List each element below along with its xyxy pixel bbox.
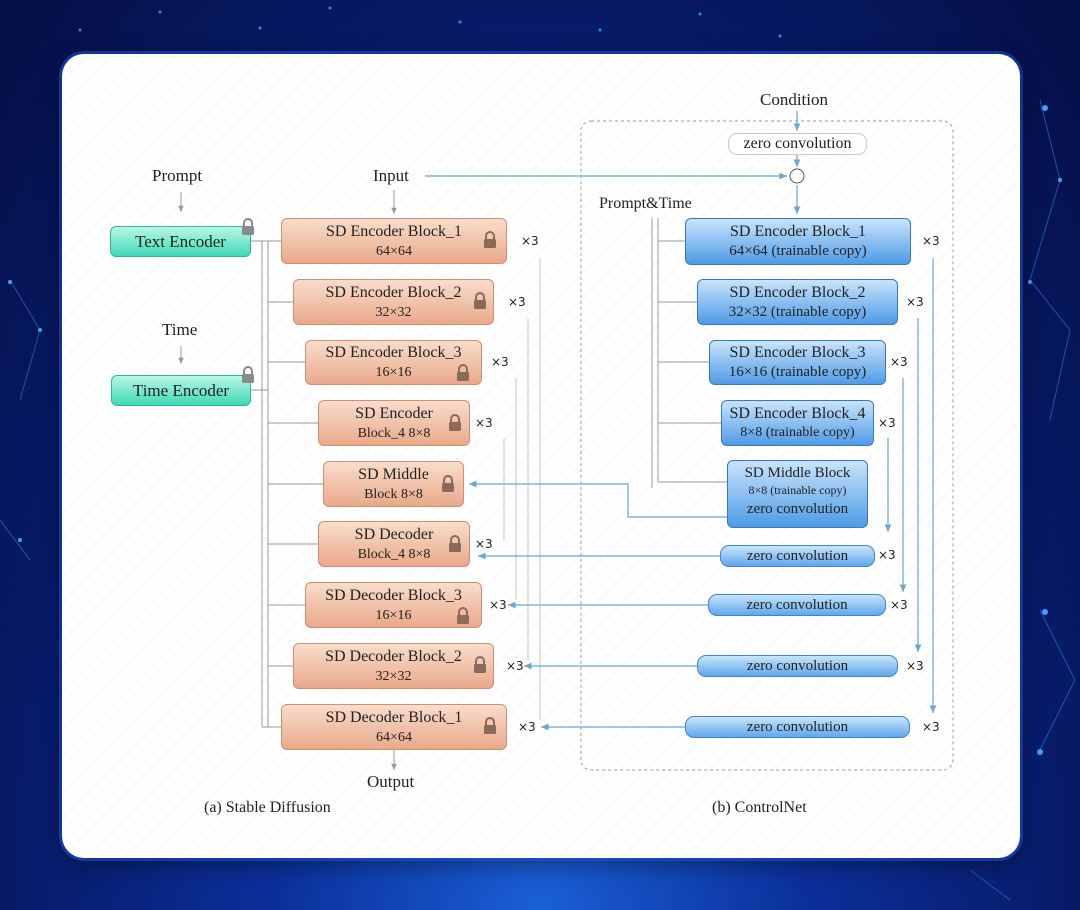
prompt-label: Prompt <box>152 166 203 185</box>
cn-middle-block: SD Middle Block 8×8 (trainable copy) zer… <box>727 460 868 528</box>
output-label: Output <box>367 772 415 791</box>
multiplier-sd-enc2: ×3 <box>508 295 526 309</box>
condition-label: Condition <box>760 90 829 109</box>
prompt-time-label: Prompt&Time <box>599 195 692 212</box>
controlnet-region <box>580 120 954 771</box>
multiplier-cn-zc1: ×3 <box>922 720 940 734</box>
zero-convolution-2: zero convolution <box>697 655 898 677</box>
lock-icon <box>474 656 486 673</box>
lock-icon <box>457 607 469 624</box>
multiplier-cn-zc2: ×3 <box>906 659 924 673</box>
lock-icon <box>442 475 454 492</box>
lock-icon <box>457 364 469 381</box>
lock-icon <box>474 292 486 309</box>
sd-caption: (a) Stable Diffusion <box>204 799 331 816</box>
zero-convolution-4: zero convolution <box>720 545 875 567</box>
lock-icon <box>449 414 461 431</box>
text-encoder: Text Encoder <box>110 226 251 257</box>
time-encoder: Time Encoder <box>111 375 251 406</box>
lock-icon <box>484 231 496 248</box>
lock-icon <box>484 717 496 734</box>
multiplier-sd-enc4: ×3 <box>475 416 493 430</box>
multiplier-sd-enc1: ×3 <box>521 234 539 248</box>
multiplier-cn-zc4: ×3 <box>878 548 896 562</box>
zero-convolution-1: zero convolution <box>685 716 910 738</box>
multiplier-cn-enc3: ×3 <box>890 355 908 369</box>
multiplier-sd-dec1: ×3 <box>518 720 536 734</box>
multiplier-sd-dec4: ×3 <box>475 537 493 551</box>
lock-icon <box>242 218 254 235</box>
multiplier-sd-dec2: ×3 <box>506 659 524 673</box>
multiplier-cn-enc4: ×3 <box>878 416 896 430</box>
lock-icon <box>242 366 254 383</box>
zero-convolution-3: zero convolution <box>708 594 886 616</box>
multiplier-cn-enc2: ×3 <box>906 295 924 309</box>
time-label: Time <box>162 320 198 339</box>
multiplier-cn-enc1: ×3 <box>922 234 940 248</box>
lock-icon <box>449 535 461 552</box>
controlnet-caption: (b) ControlNet <box>712 799 807 816</box>
input-label: Input <box>373 166 409 185</box>
multiplier-cn-zc3: ×3 <box>890 598 908 612</box>
zero-convolution-condition: zero convolution <box>728 133 867 155</box>
multiplier-sd-enc3: ×3 <box>491 355 509 369</box>
plus-node <box>789 168 805 184</box>
multiplier-sd-dec3: ×3 <box>489 598 507 612</box>
